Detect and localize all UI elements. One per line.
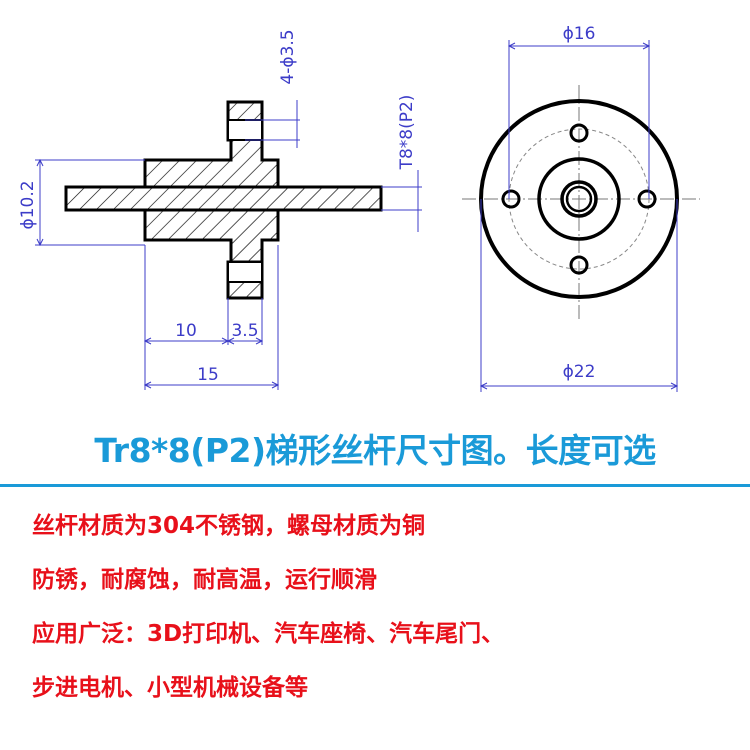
dim-thread: [381, 170, 422, 232]
technical-drawing: ϕ10.2 4-ϕ3.5 T8*8(P2): [18, 24, 700, 392]
dim-outer-dia: [479, 199, 679, 392]
dim-len-10-label: 10: [175, 321, 197, 341]
dim-flange-dia-label: ϕ10.2: [18, 180, 38, 229]
dim-holes: [245, 100, 300, 148]
flange-nut-section: [143, 100, 280, 300]
feature-item: 步进电机、小型机械设备等: [32, 675, 308, 701]
page-title: Tr8*8(P2)梯形丝杆尺寸图。长度可选: [94, 431, 656, 470]
dim-lengths: [143, 245, 280, 390]
feature-item: 应用广泛：3D打印机、汽车座椅、汽车尾门、: [32, 621, 505, 647]
feature-item: 防锈，耐腐蚀，耐高温，运行顺滑: [32, 567, 377, 593]
dim-bolt-circle: [507, 40, 651, 199]
dim-len-3-5-label: 3.5: [231, 321, 258, 341]
lead-screw-section: [64, 185, 383, 212]
boss-circle: [537, 157, 621, 241]
mounting-hole-right: [637, 189, 657, 209]
side-section-view: ϕ10.2 4-ϕ3.5 T8*8(P2): [18, 29, 422, 390]
title-divider: [0, 484, 750, 487]
mounting-hole-bottom: [569, 255, 589, 275]
dim-bolt-circle-label: ϕ16: [563, 24, 596, 44]
dim-outer-dia-label: ϕ22: [563, 362, 596, 382]
front-view: ϕ16 ϕ22: [462, 24, 700, 392]
dim-thread-label: T8*8(P2): [397, 95, 417, 171]
bore-inner-circle: [565, 185, 593, 213]
feature-list: 丝杆材质为304不锈钢，螺母材质为铜 防锈，耐腐蚀，耐高温，运行顺滑 应用广泛：…: [32, 506, 732, 722]
mounting-hole-left: [501, 189, 521, 209]
feature-item: 丝杆材质为304不锈钢，螺母材质为铜: [32, 513, 426, 539]
dim-len-15-label: 15: [197, 365, 219, 385]
bore-outer-circle: [560, 180, 598, 218]
mounting-hole-top: [569, 123, 589, 143]
dim-flange-dia: [35, 158, 145, 247]
dim-holes-label: 4-ϕ3.5: [278, 29, 298, 84]
